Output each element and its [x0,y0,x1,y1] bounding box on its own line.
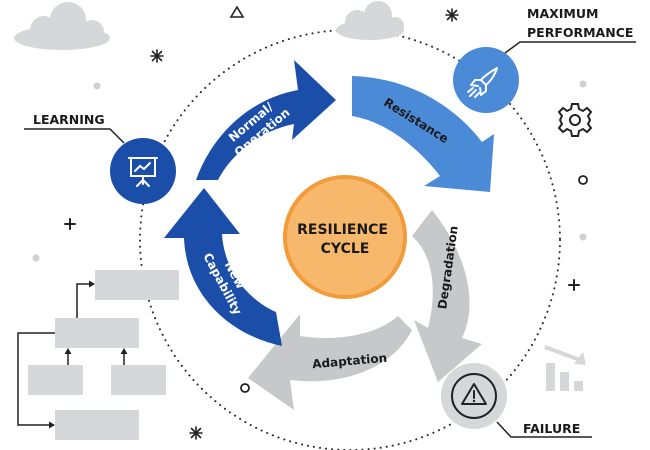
plus-icon [568,279,580,291]
triangle-outline [229,5,245,18]
learning-callout: LEARNING [24,112,176,204]
bar-chart-decline-icon [544,345,586,391]
ring-dot [578,175,588,185]
sparkle-icon [445,8,459,22]
maximum-performance-label: MAXIMUM PERFORMANCE [527,6,633,40]
stage-arrow-degradation [412,210,482,382]
center-circle [283,175,407,299]
center-title: RESILIENCE CYCLE [297,222,393,257]
maximum-performance-label-line1: MAXIMUM [527,6,598,21]
stage-arrow-resistance [352,76,494,192]
rocket-icon [467,67,498,98]
center-title-line2: CYCLE [321,241,370,257]
sparkle-icon [189,426,203,440]
gray-dot [579,233,587,241]
stage-label-adaptation: Adaptation [312,351,388,371]
gray-dot [579,80,587,88]
stage-arrow-new-capability [164,188,282,346]
warning-triangle-icon [461,383,487,405]
stage-arrow-normal-operation [196,60,336,180]
flowchart-icon [17,270,179,440]
sparkle-icon [150,49,164,63]
cloud-icon [336,1,404,40]
failure-label: FAILURE [523,421,580,436]
cloud-icon [14,2,110,50]
gray-dot [93,82,101,90]
presentation-board-icon [128,157,158,187]
stage-arrow-adaptation [248,314,412,410]
gray-dot [32,254,40,262]
learning-label: LEARNING [33,112,105,127]
ring-dot [240,383,250,393]
failure-callout: FAILURE [441,363,592,438]
center-title-line1: RESILIENCE [297,222,388,238]
plus-icon [64,218,76,230]
maximum-performance-callout: MAXIMUM PERFORMANCE [453,6,636,113]
maximum-performance-label-line2: PERFORMANCE [527,25,633,40]
gear-icon [557,103,593,137]
